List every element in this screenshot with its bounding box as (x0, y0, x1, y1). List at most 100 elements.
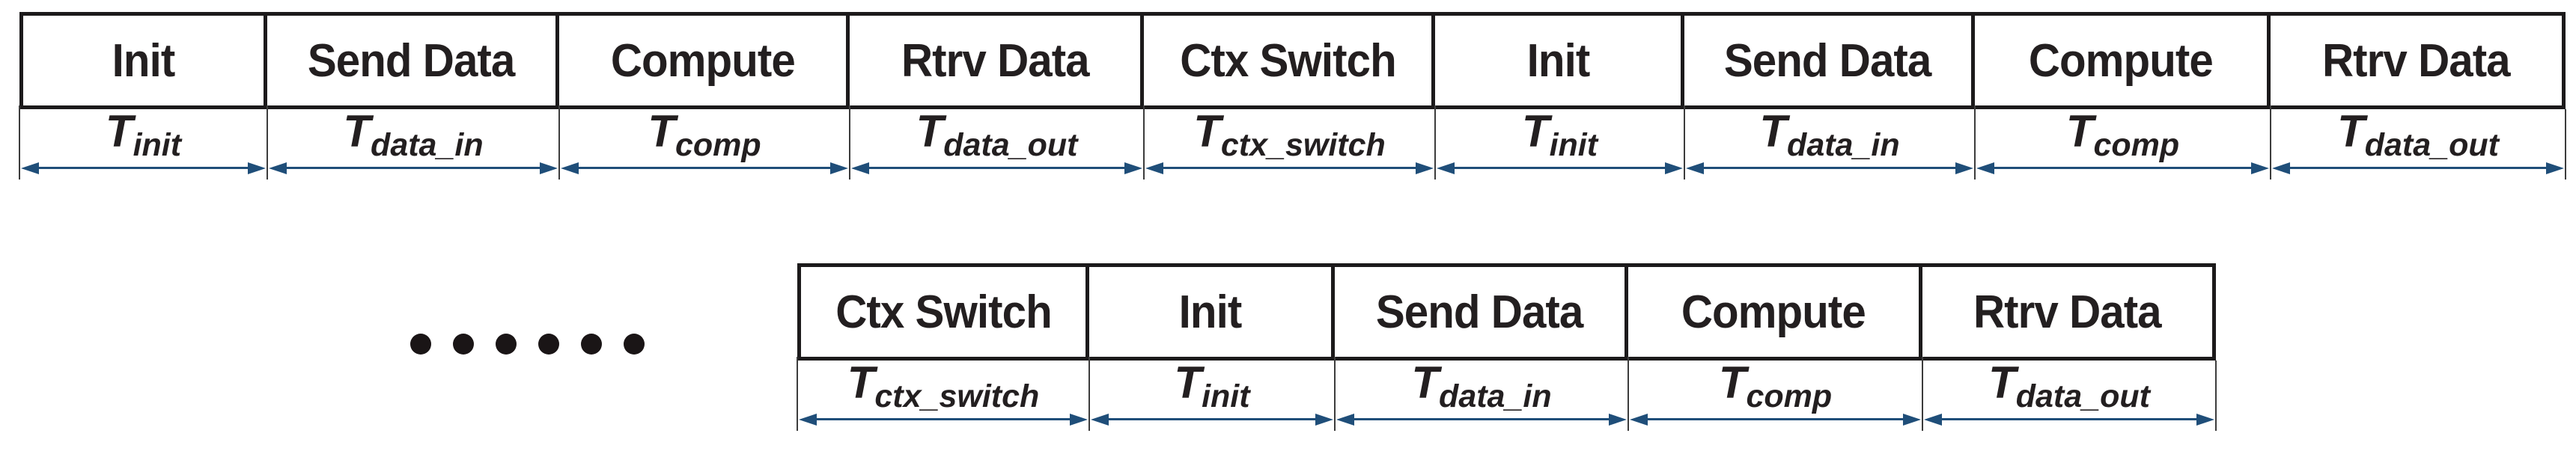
boundary-guide-line (1088, 357, 1090, 431)
arrowhead-right-icon (1955, 162, 1973, 174)
arrowhead-right-icon (1315, 414, 1333, 426)
dimension-arrow (1144, 162, 1435, 174)
arrowhead-right-icon (2196, 414, 2214, 426)
time-symbol: T (2065, 106, 2094, 156)
time-symbol: T (1193, 106, 1221, 156)
boundary-guide-line (1143, 105, 1145, 180)
phase-label: Init (112, 34, 176, 87)
arrow-line (1932, 418, 2206, 420)
arrowhead-right-icon (1665, 162, 1683, 174)
time-subscript: data_out (943, 127, 1078, 163)
time-subscript: init (1549, 127, 1598, 163)
arrow-line (1154, 167, 1425, 169)
phase-box: Ctx Switch (797, 263, 1089, 361)
arrow-line (1345, 418, 1619, 420)
boundary-guide-line (1627, 357, 1629, 431)
arrowhead-right-icon (2546, 162, 2564, 174)
boundary-guide-line (849, 105, 850, 180)
time-subscript: comp (675, 127, 761, 163)
ellipsis-dot (624, 334, 645, 355)
boundary-guide-line (19, 105, 20, 180)
boundary-guide-line (2215, 361, 2217, 431)
phase-box: Compute (1628, 263, 1922, 361)
arrow-line (29, 167, 258, 169)
boundary-guide-line (558, 105, 560, 180)
dimension-arrow (1435, 162, 1684, 174)
time-symbol: T (105, 106, 133, 156)
arrow-line (569, 167, 840, 169)
time-symbol: T (1759, 106, 1788, 156)
arrow-line (1694, 167, 1965, 169)
phase-label: Send Data (1376, 286, 1583, 338)
boundary-guide-line (1922, 357, 1923, 431)
boundary-guide-line (1974, 105, 1976, 180)
dimension-arrow (19, 162, 267, 174)
phase-label: Init (1526, 34, 1590, 87)
time-subscript: comp (1746, 378, 1833, 414)
boundary-guide-line (1684, 105, 1685, 180)
phase-box: Init (1435, 12, 1684, 109)
time-subscript: data_out (2364, 127, 2499, 163)
phase-label: Compute (610, 34, 796, 87)
time-subscript: comp (2093, 127, 2180, 163)
arrow-line (277, 167, 549, 169)
time-subscript: data_in (371, 127, 484, 163)
dimension-arrow (267, 162, 559, 174)
time-subscript: data_in (1439, 378, 1552, 414)
time-subscript: data_out (2015, 378, 2150, 414)
phase-box: Rtrv Data (2271, 12, 2566, 109)
arrowhead-right-icon (830, 162, 848, 174)
phase-box: Rtrv Data (1922, 263, 2216, 361)
arrow-line (1099, 418, 1325, 420)
arrow-line (2280, 167, 2556, 169)
boundary-guide-line (1434, 105, 1436, 180)
time-symbol: T (916, 106, 944, 156)
arrow-line (1445, 167, 1675, 169)
dimension-arrow (559, 162, 850, 174)
phase-label: Compute (1681, 286, 1866, 338)
time-symbol: T (1174, 358, 1202, 408)
dimension-arrow (797, 414, 1089, 426)
dimension-arrow (1089, 414, 1335, 426)
boundary-guide-line (1334, 357, 1336, 431)
phase-box: Init (19, 12, 267, 109)
time-symbol: T (2337, 106, 2365, 156)
phase-label: Rtrv Data (1973, 286, 2162, 338)
dimension-arrow (1628, 414, 1922, 426)
boundary-guide-line (2270, 105, 2271, 180)
dimension-arrow (850, 162, 1144, 174)
arrow-line (859, 167, 1134, 169)
time-symbol: T (343, 106, 371, 156)
time-symbol: T (1718, 358, 1747, 408)
time-subscript: init (133, 127, 182, 163)
phase-box: Ctx Switch (1144, 12, 1435, 109)
phase-box: Init (1089, 263, 1335, 361)
